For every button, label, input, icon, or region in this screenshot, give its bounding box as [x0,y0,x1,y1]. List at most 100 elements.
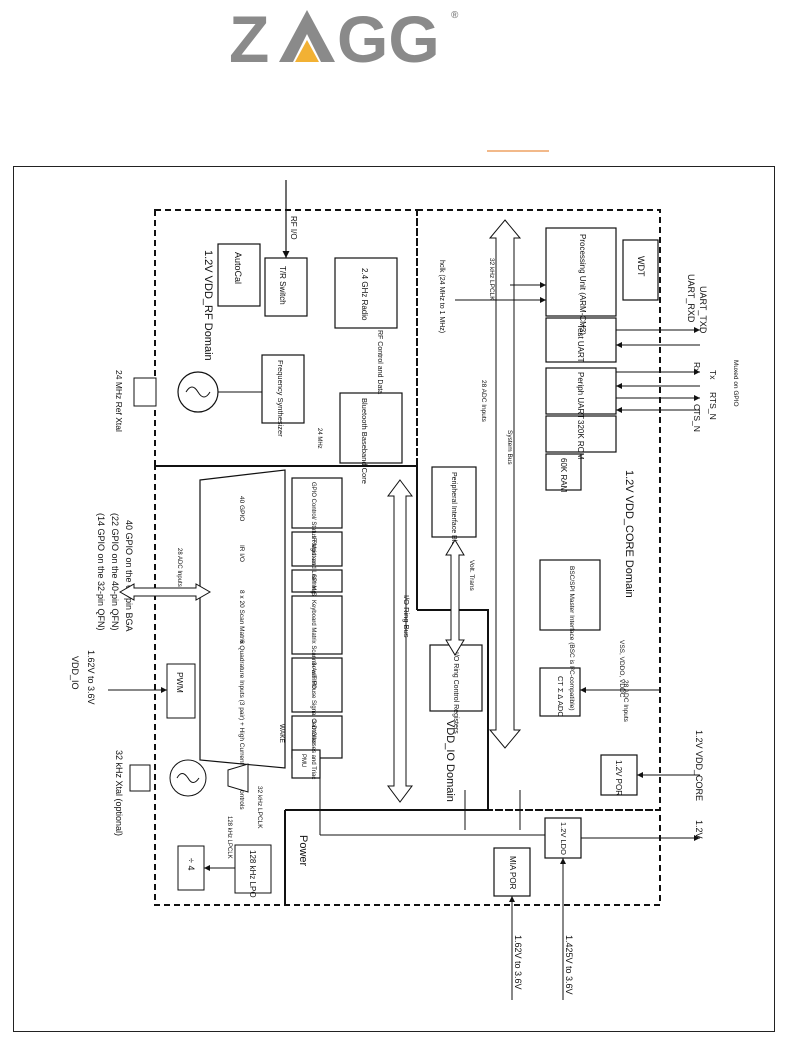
system-bus-label: System Bus [506,430,513,465]
glasses-label: 3-D Glasses and Triac [310,720,316,779]
power-domain-border [284,809,661,906]
mux-adc-inputs-label: 28 ADC Inputs [176,548,182,587]
sine-icon [185,386,211,398]
lpo-block [234,844,272,894]
io-domain-label: VDD_IO Domain [444,720,456,802]
bt-baseband-label: Bluetooth Baseband Core [360,398,369,484]
volt-trans-arrow [445,539,465,656]
gpio-note-3: (14 GPIO on the 32-pin QFN) [96,513,106,631]
wdt-label: WDT [636,256,646,277]
keyboard-block [291,595,343,655]
radio-block [334,257,398,329]
bsc-spi-block [539,559,601,631]
mouse-block [291,657,343,713]
gpio-io-arrow [118,583,212,601]
ir-label: IR Mod. and Learning [310,536,316,594]
bsc-spi-label: BSC/SPI Master Interface (BSC is I²C-com… [568,566,575,711]
radio-label: 2.4 GHz Radio [360,268,369,321]
periph-uart-label: Periph UART [576,372,585,419]
tr-switch-label: T/R Switch [278,266,287,305]
io-ring-ctrl-block [429,644,483,712]
adc-ref-label: VSS, VDDO, VDDC [618,640,625,698]
io-domain-border [154,465,489,906]
cts-label: CTS_N [692,404,702,432]
wdt-block [622,239,659,301]
in-1425-label: 1.425V to 3.6V [564,935,574,995]
in-162-label: 1.62V to 3.6V [513,935,523,990]
peripheral-interface-label: Peripheral Interface Block [450,472,457,553]
xtal-32-ref-icon [129,764,151,792]
bt-baseband-block [339,392,403,464]
processing-unit-label: Processing Unit (ARM-CM3) [578,234,587,335]
test-uart-block [545,317,617,363]
pwm-block [166,663,196,719]
vdd-core-in-label: 1.2V VDD_CORE [694,730,704,801]
gpio-note-1: 40 GPIO on the 64-pin BGA [124,520,134,632]
pin-mux-block [199,469,286,769]
diagram-frame [13,166,775,1032]
test-uart-label: Test UART [576,324,585,363]
freq-synth-label: Frequency Synthesizer [276,360,285,437]
mia-por-label: MIA POR [508,856,517,890]
mux-gpio-label: 40 GPIO [238,496,245,521]
ram-block [545,453,582,491]
div4-block [177,845,205,891]
uart-txd-label: UART_TXD [698,286,708,334]
rf-domain-label: 1.2V VDD_RF Domain [202,250,214,361]
autocal-block [217,243,261,307]
gpio-ctrl-block [291,477,343,529]
io-ring-bus-arrow [387,479,413,803]
mouse-label: 3-Axis Mouse Signal Controller [310,662,316,744]
gpio-ctrl-label: GPIO Control/ Status Registers [310,482,316,565]
muxed-gpio-label: Muxed on GPIO [732,360,739,407]
mia-por-block [493,847,531,897]
ldo-12-label: 1.2V LDO [559,822,568,855]
logo-gg: GG [337,4,440,66]
power-domain-label: Power [297,835,309,867]
rf-ctrl-label: RF Control and Data [376,330,383,394]
xtal-ref-icon [133,377,157,407]
peripheral-interface-block [431,466,477,538]
hclk-label: hclk (24 MHz to 1 MHz) [438,260,445,333]
pwm-label: PWM [175,672,185,693]
khz128-lpclk-label: 128 kHz LPCLK [226,816,232,859]
lpo-label: 128 kHz LPO [248,850,257,898]
mux-ir-label: IR I/O [238,545,245,562]
por-12-label: 1.2V POR [614,760,623,796]
xtal32-label: 32 kHz Xtal (optional) [114,750,124,836]
rf-io-label: RF I/O [289,216,298,240]
uart-rxd-label: UART_RXD [686,274,696,323]
system-bus-arrow [488,219,522,749]
mux-quad-label: 6 Quadrature Inputs (3 pair) + High Curr… [238,640,245,810]
zagg-logo: Z GG ® [229,2,459,76]
logo-registered-mark: ® [451,10,459,21]
rom-block [545,415,617,453]
adc-28-core-label: 28 ADC Inputs [480,380,487,423]
processing-unit-block [545,227,617,317]
uclk-32-label: 32 kHz LPCLK [488,258,495,301]
por-12-block [600,754,638,796]
autocal-label: AutoCal [233,252,243,284]
decorative-divider [487,150,549,152]
ref-xtal-label: 24 MHz Ref Xtal [114,370,124,432]
gpio-note-2: (22 GPIO on the 40-pin QFN) [110,513,120,631]
spi-ms-block [291,569,343,593]
rom-label: 320K ROM [576,420,585,460]
pmu-label: PMU [300,754,306,767]
vdd-io-label: VDD_IO [70,656,80,690]
keyboard-label: Keyboard Matrix Scanner w/FIFO [310,600,316,689]
volt-trans-label: Volt. Trans [468,560,475,591]
mux-scan-label: 8 x 20 Scan Matrix [238,590,245,645]
ram-label: 60K RAM [559,458,568,493]
vdd-io-range-label: 1.62V to 3.6V [86,650,96,705]
ir-block [291,531,343,567]
adc-block [539,667,581,717]
mux-wake-label: WAKE [278,724,285,744]
logo-z: Z [229,4,269,66]
xtal-buffer-icon [227,763,249,793]
rx-label: Rx [692,362,702,373]
logo-accent-triangle [295,40,319,62]
mhz24-label: 24 MHz [316,428,322,449]
adc-label: CT Σ Δ ADC [556,676,565,717]
